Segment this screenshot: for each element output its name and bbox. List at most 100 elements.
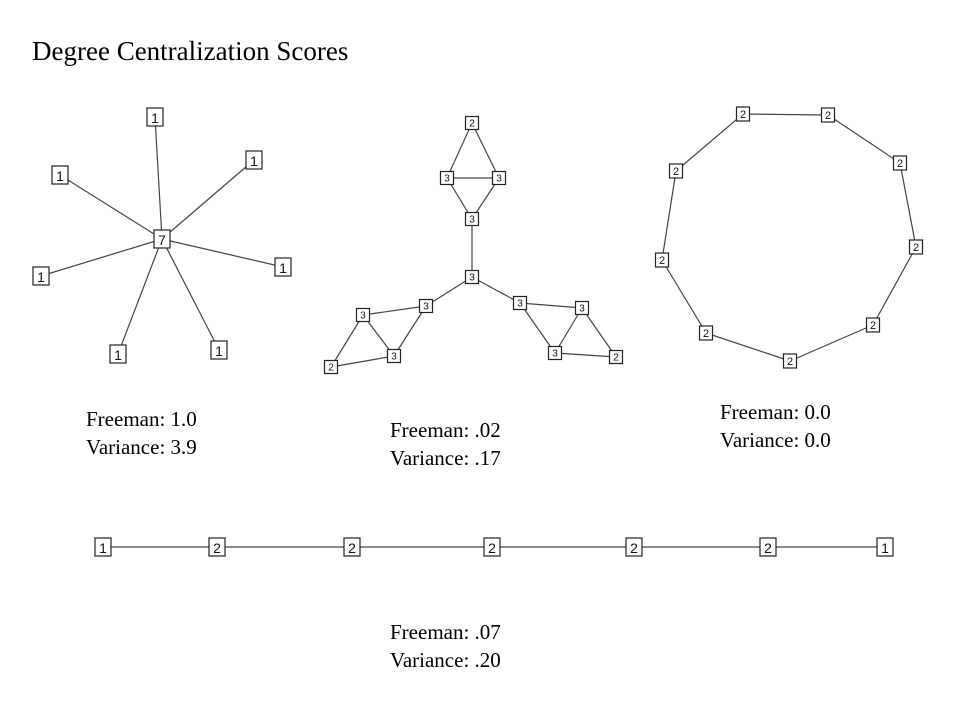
ring-node-box [735, 106, 751, 122]
tri-cluster-edge [519, 302, 556, 354]
star-edge [59, 174, 163, 240]
line-node-degree: 2 [764, 540, 772, 556]
star-node-degree: 1 [37, 269, 45, 285]
tri-cluster-node-box [355, 307, 371, 323]
ring-edge [705, 332, 791, 362]
ring-node-box [865, 317, 881, 333]
ring-node: 2 [735, 106, 751, 122]
ring-node: 2 [782, 353, 798, 369]
star-node-box [245, 150, 263, 170]
tri-cluster-node-degree: 3 [579, 304, 585, 315]
line-node-box [343, 537, 361, 557]
line-node-box [876, 537, 894, 557]
ring-node: 2 [654, 252, 670, 268]
ring-node: 2 [908, 239, 924, 255]
ring-edge [872, 246, 917, 326]
line-node-box [625, 537, 643, 557]
star-node: 1 [274, 257, 292, 277]
tri-cluster-node-box [439, 170, 455, 186]
tri-cluster-edge [393, 305, 427, 357]
line-variance-score: Variance: .20 [390, 648, 501, 672]
tri-cluster-variance-score: Variance: .17 [390, 446, 501, 470]
ring-node-degree: 2 [787, 356, 793, 368]
ring-node-box [908, 239, 924, 255]
line-node-degree: 1 [99, 540, 107, 556]
tri-cluster-caption: Freeman: .02 Variance: .17 [390, 416, 501, 472]
line-node: 1 [876, 537, 894, 557]
tri-cluster-node: 3 [512, 295, 528, 311]
tri-cluster-node: 3 [355, 307, 371, 323]
tri-cluster-node-box [608, 349, 624, 365]
line-node-degree: 2 [348, 540, 356, 556]
ring-variance-score: Variance: 0.0 [720, 428, 831, 452]
tri-cluster-node: 3 [574, 300, 590, 316]
tri-cluster-node-box [547, 345, 563, 361]
line-node-degree: 1 [881, 540, 889, 556]
ring-edge [827, 114, 901, 164]
line-node: 2 [343, 537, 361, 557]
tri-cluster-node: 3 [386, 348, 402, 364]
ring-node: 2 [698, 325, 714, 341]
star-node-box [51, 165, 69, 185]
ring-node-box [668, 163, 684, 179]
tri-cluster-node-degree: 3 [517, 299, 523, 310]
star-node-box [153, 229, 171, 249]
star-freeman-score: Freeman: 1.0 [86, 407, 197, 431]
line-node: 1 [94, 537, 112, 557]
star-node: 1 [210, 340, 228, 360]
ring-node-degree: 2 [703, 328, 709, 340]
line-freeman-score: Freeman: .07 [390, 620, 501, 644]
tri-cluster-edge [581, 307, 617, 358]
ring-edge [899, 162, 917, 248]
ring-node: 2 [668, 163, 684, 179]
star-node: 7 [153, 229, 171, 249]
ring-node: 2 [865, 317, 881, 333]
star-edge [161, 159, 255, 240]
tri-cluster-node-degree: 3 [552, 349, 558, 360]
line-node-degree: 2 [213, 540, 221, 556]
tri-cluster-node-box [464, 269, 480, 285]
star-node-degree: 1 [114, 347, 122, 363]
tri-cluster-node-box [491, 170, 507, 186]
tri-cluster-node-degree: 2 [613, 353, 619, 364]
tri-cluster-node-box [512, 295, 528, 311]
tri-cluster-node-degree: 3 [469, 273, 475, 284]
tri-cluster-node: 2 [608, 349, 624, 365]
ring-edge [675, 113, 744, 172]
tri-cluster-edge [446, 122, 473, 179]
star-edge [40, 238, 163, 277]
tri-cluster-node: 3 [418, 298, 434, 314]
star-node-box [32, 266, 50, 286]
tri-cluster-node-degree: 2 [328, 363, 334, 374]
tri-cluster-edge [330, 355, 395, 368]
tri-cluster-node: 3 [464, 269, 480, 285]
line-caption: Freeman: .07 Variance: .20 [390, 618, 501, 674]
tri-cluster-edge [554, 352, 617, 358]
star-variance-score: Variance: 3.9 [86, 435, 197, 459]
star-node-box [109, 344, 127, 364]
tri-cluster-node-box [464, 211, 480, 227]
star-node-degree: 1 [279, 260, 287, 276]
tri-cluster-edge [330, 314, 364, 368]
star-node: 1 [245, 150, 263, 170]
tri-cluster-node-degree: 3 [423, 302, 429, 313]
tri-cluster-node-degree: 3 [469, 215, 475, 226]
tri-cluster-node: 3 [547, 345, 563, 361]
ring-edge [661, 259, 707, 334]
tri-cluster-node-box [386, 348, 402, 364]
edges-layer [40, 113, 917, 548]
star-edge [154, 116, 163, 240]
ring-node-degree: 2 [825, 110, 831, 122]
star-edge [161, 238, 220, 351]
line-node: 2 [759, 537, 777, 557]
tri-cluster-node: 3 [464, 211, 480, 227]
tri-cluster-node-box [574, 300, 590, 316]
tri-cluster-edge [471, 122, 500, 179]
ring-node-box [654, 252, 670, 268]
ring-node-degree: 2 [740, 109, 746, 121]
line-node-box [759, 537, 777, 557]
ring-node: 2 [892, 155, 908, 171]
tri-cluster-freeman-score: Freeman: .02 [390, 418, 501, 442]
